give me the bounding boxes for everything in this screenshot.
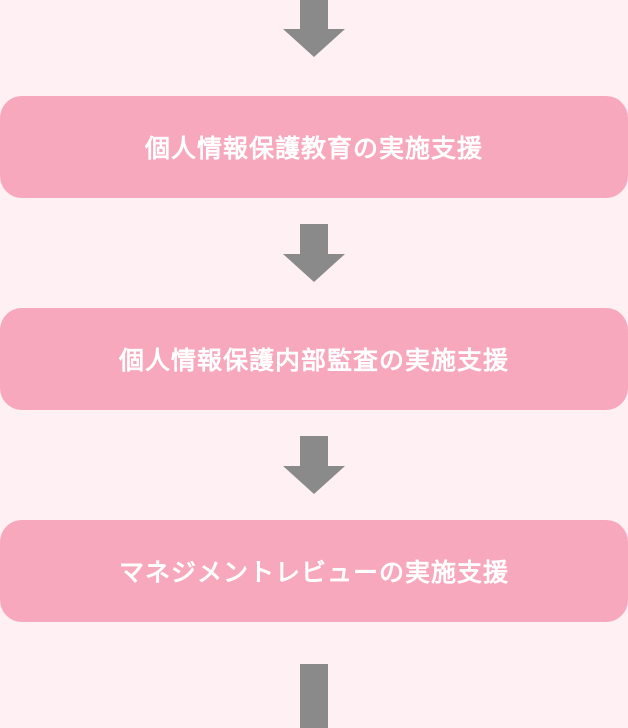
flow-step-internal-audit-support: 個人情報保護内部監査の実施支援 xyxy=(0,308,628,410)
flow-step-label: 個人情報保護内部監査の実施支援 xyxy=(118,346,509,375)
flow-step-label: マネジメントレビューの実施支援 xyxy=(118,558,509,587)
down-arrow-icon xyxy=(283,224,345,282)
down-arrow-icon xyxy=(300,664,328,728)
down-arrow-icon xyxy=(283,436,345,494)
flow-step-label: 個人情報保護教育の実施支援 xyxy=(144,134,483,163)
flow-step-management-review-support: マネジメントレビューの実施支援 xyxy=(0,520,628,622)
down-arrow-icon xyxy=(283,0,345,57)
flow-step-education-support: 個人情報保護教育の実施支援 xyxy=(0,96,628,198)
